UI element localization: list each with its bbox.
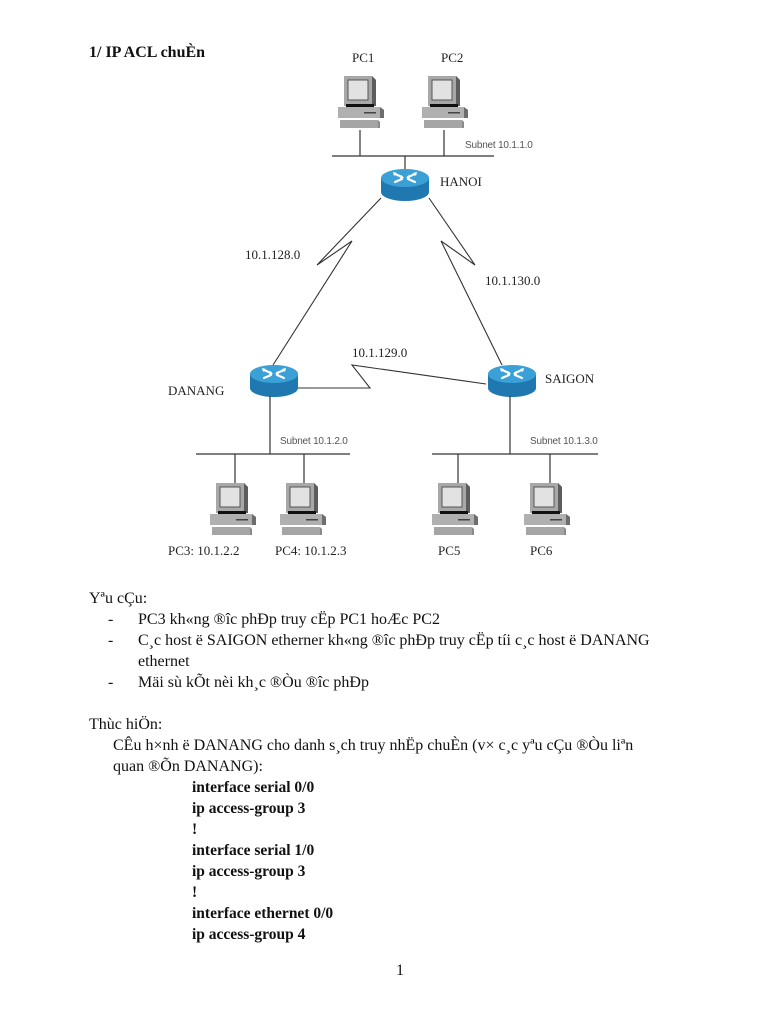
requirement-item: - PC3 kh«ng ®îc phÐp truy cËp PC1 hoÆc PC…: [108, 609, 440, 630]
pc-icon: [209, 482, 257, 536]
wan-link-hanoi-danang: [272, 197, 382, 366]
router-label-hanoi: HANOI: [440, 174, 482, 189]
requirement-text: Mäi sù kÕt nèi kh¸c ®Òu ®îc phÐp: [138, 674, 369, 691]
router-icon-saigon: [486, 363, 538, 399]
requirement-text: PC3 kh«ng ®îc phÐp truy cËp PC1 hoÆc PC2: [138, 611, 440, 628]
document-heading: 1/ IP ACL chuÈn: [89, 44, 206, 61]
config-line: interface serial 1/0: [192, 842, 315, 859]
bullet-dash: -: [108, 632, 114, 649]
config-line: ip access-group 3: [192, 800, 306, 817]
pc1-label: PC1: [352, 50, 375, 65]
subnet-label-hanoi: Subnet 10.1.1.0: [465, 140, 533, 151]
link-label-danang-saigon: 10.1.129.0: [352, 345, 408, 360]
subnet-label-danang: Subnet 10.1.2.0: [280, 436, 348, 447]
link-label-hanoi-danang: 10.1.128.0: [245, 247, 301, 262]
router-icon-hanoi: [379, 167, 431, 203]
router-icon-danang: [248, 363, 300, 399]
pc3-label: PC3: 10.1.2.2: [168, 543, 240, 558]
pc-icon: [431, 482, 479, 536]
wan-link-hanoi-saigon: [428, 197, 503, 366]
implementation-heading: Thùc hiÖn:: [89, 716, 163, 733]
subnet-danang-lan: [196, 396, 350, 484]
config-line: interface ethernet 0/0: [192, 905, 334, 922]
requirement-item: - Mäi sù kÕt nèi kh¸c ®Òu ®îc phÐp: [108, 672, 369, 693]
router-label-saigon: SAIGON: [545, 371, 595, 386]
bullet-dash: -: [108, 674, 114, 691]
subnet-label-saigon: Subnet 10.1.3.0: [530, 436, 598, 447]
config-line: ip access-group 3: [192, 863, 306, 880]
pc2-label: PC2: [441, 50, 464, 65]
config-line: ip access-group 4: [192, 926, 306, 943]
pc5-label: PC5: [438, 543, 461, 558]
subnet-hanoi-lan: [332, 130, 494, 172]
pc-icon: [279, 482, 327, 536]
pc-icon: [523, 482, 571, 536]
pc6-label: PC6: [530, 543, 553, 558]
requirement-text: C¸c host ë SAIGON etherner kh«ng ®îc phÐ…: [138, 632, 650, 649]
page-number: 1: [396, 962, 404, 979]
pc4-label: PC4: 10.1.2.3: [275, 543, 347, 558]
implementation-intro-line2: quan ®Õn DANANG):: [113, 758, 263, 775]
link-label-hanoi-saigon: 10.1.130.0: [485, 273, 541, 288]
config-line: !: [192, 884, 198, 901]
router-label-danang: DANANG: [168, 383, 225, 398]
requirement-item: - C¸c host ë SAIGON etherner kh«ng ®îc ph…: [108, 630, 650, 651]
implementation-intro-line1: CÊu h×nh ë DANANG cho danh s¸ch truy nhË…: [113, 737, 634, 754]
subnet-saigon-lan: [432, 396, 598, 484]
config-line: interface serial 0/0: [192, 779, 315, 796]
bullet-dash: -: [108, 611, 114, 628]
config-line: !: [192, 821, 198, 838]
pc-icon: [337, 75, 385, 129]
requirements-heading: Yªu cÇu:: [89, 590, 148, 607]
requirement-text-continued: ethernet: [138, 653, 190, 670]
wan-link-danang-saigon: [294, 364, 487, 389]
network-diagram: [196, 75, 598, 536]
pc-icon: [421, 75, 469, 129]
